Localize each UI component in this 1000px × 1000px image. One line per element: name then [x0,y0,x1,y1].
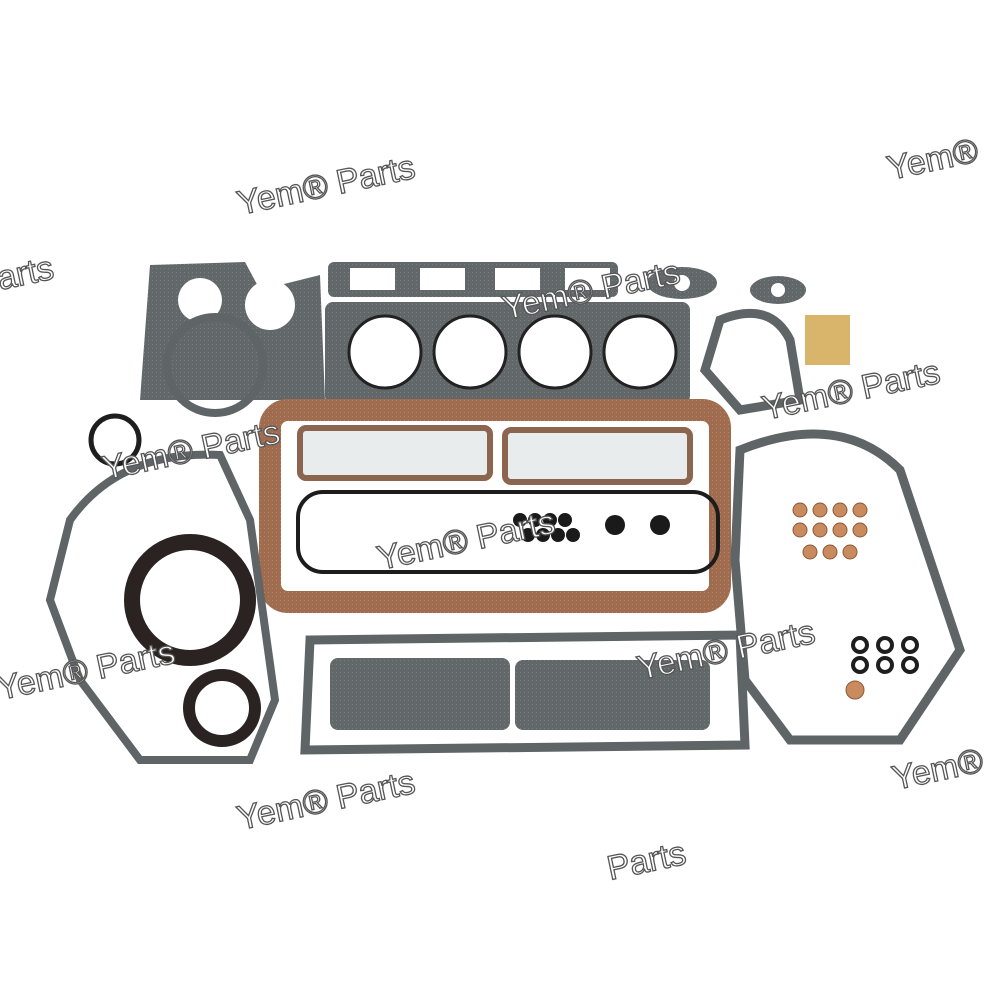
manifold-gasket [328,262,618,297]
side-cover-gasket [300,630,750,755]
svg-text:arts: arts [0,249,57,298]
oil-pan-gasket [259,399,731,613]
tappet-cover-gasket [330,658,510,730]
exhaust-port-gaskets [297,425,693,485]
svg-text:Yem® Parts: Yem® Parts [99,413,284,488]
water-pump-gasket [699,308,806,415]
svg-text:Yem® Parts: Yem® Parts [634,613,819,688]
flywheel-housing-gasket [730,429,965,745]
svg-text:Parts: Parts [604,834,690,888]
copper-shim-gasket [805,315,850,365]
svg-text:Yem® Parts: Yem® Parts [374,503,559,578]
rubber-o-rings [851,636,919,674]
svg-text:Yem®: Yem® [889,742,987,798]
valve-cover-gasket [296,490,720,574]
svg-text:Yem®: Yem® [884,132,982,188]
valve-stem-seals [513,513,670,542]
tappet-cover-gasket [515,660,710,730]
svg-text:Yem® Parts: Yem® Parts [234,763,419,838]
crankshaft-seal [183,669,261,747]
svg-text:Yem® Parts: Yem® Parts [759,353,944,428]
seal-ring-set [163,313,267,417]
o-ring [88,413,142,467]
copper-washers [792,502,868,700]
cylinder-head-gasket [325,302,690,404]
svg-text:Yem® Parts: Yem® Parts [234,148,419,223]
front-cover-gasket [45,450,280,764]
crankshaft-seal [124,534,256,666]
